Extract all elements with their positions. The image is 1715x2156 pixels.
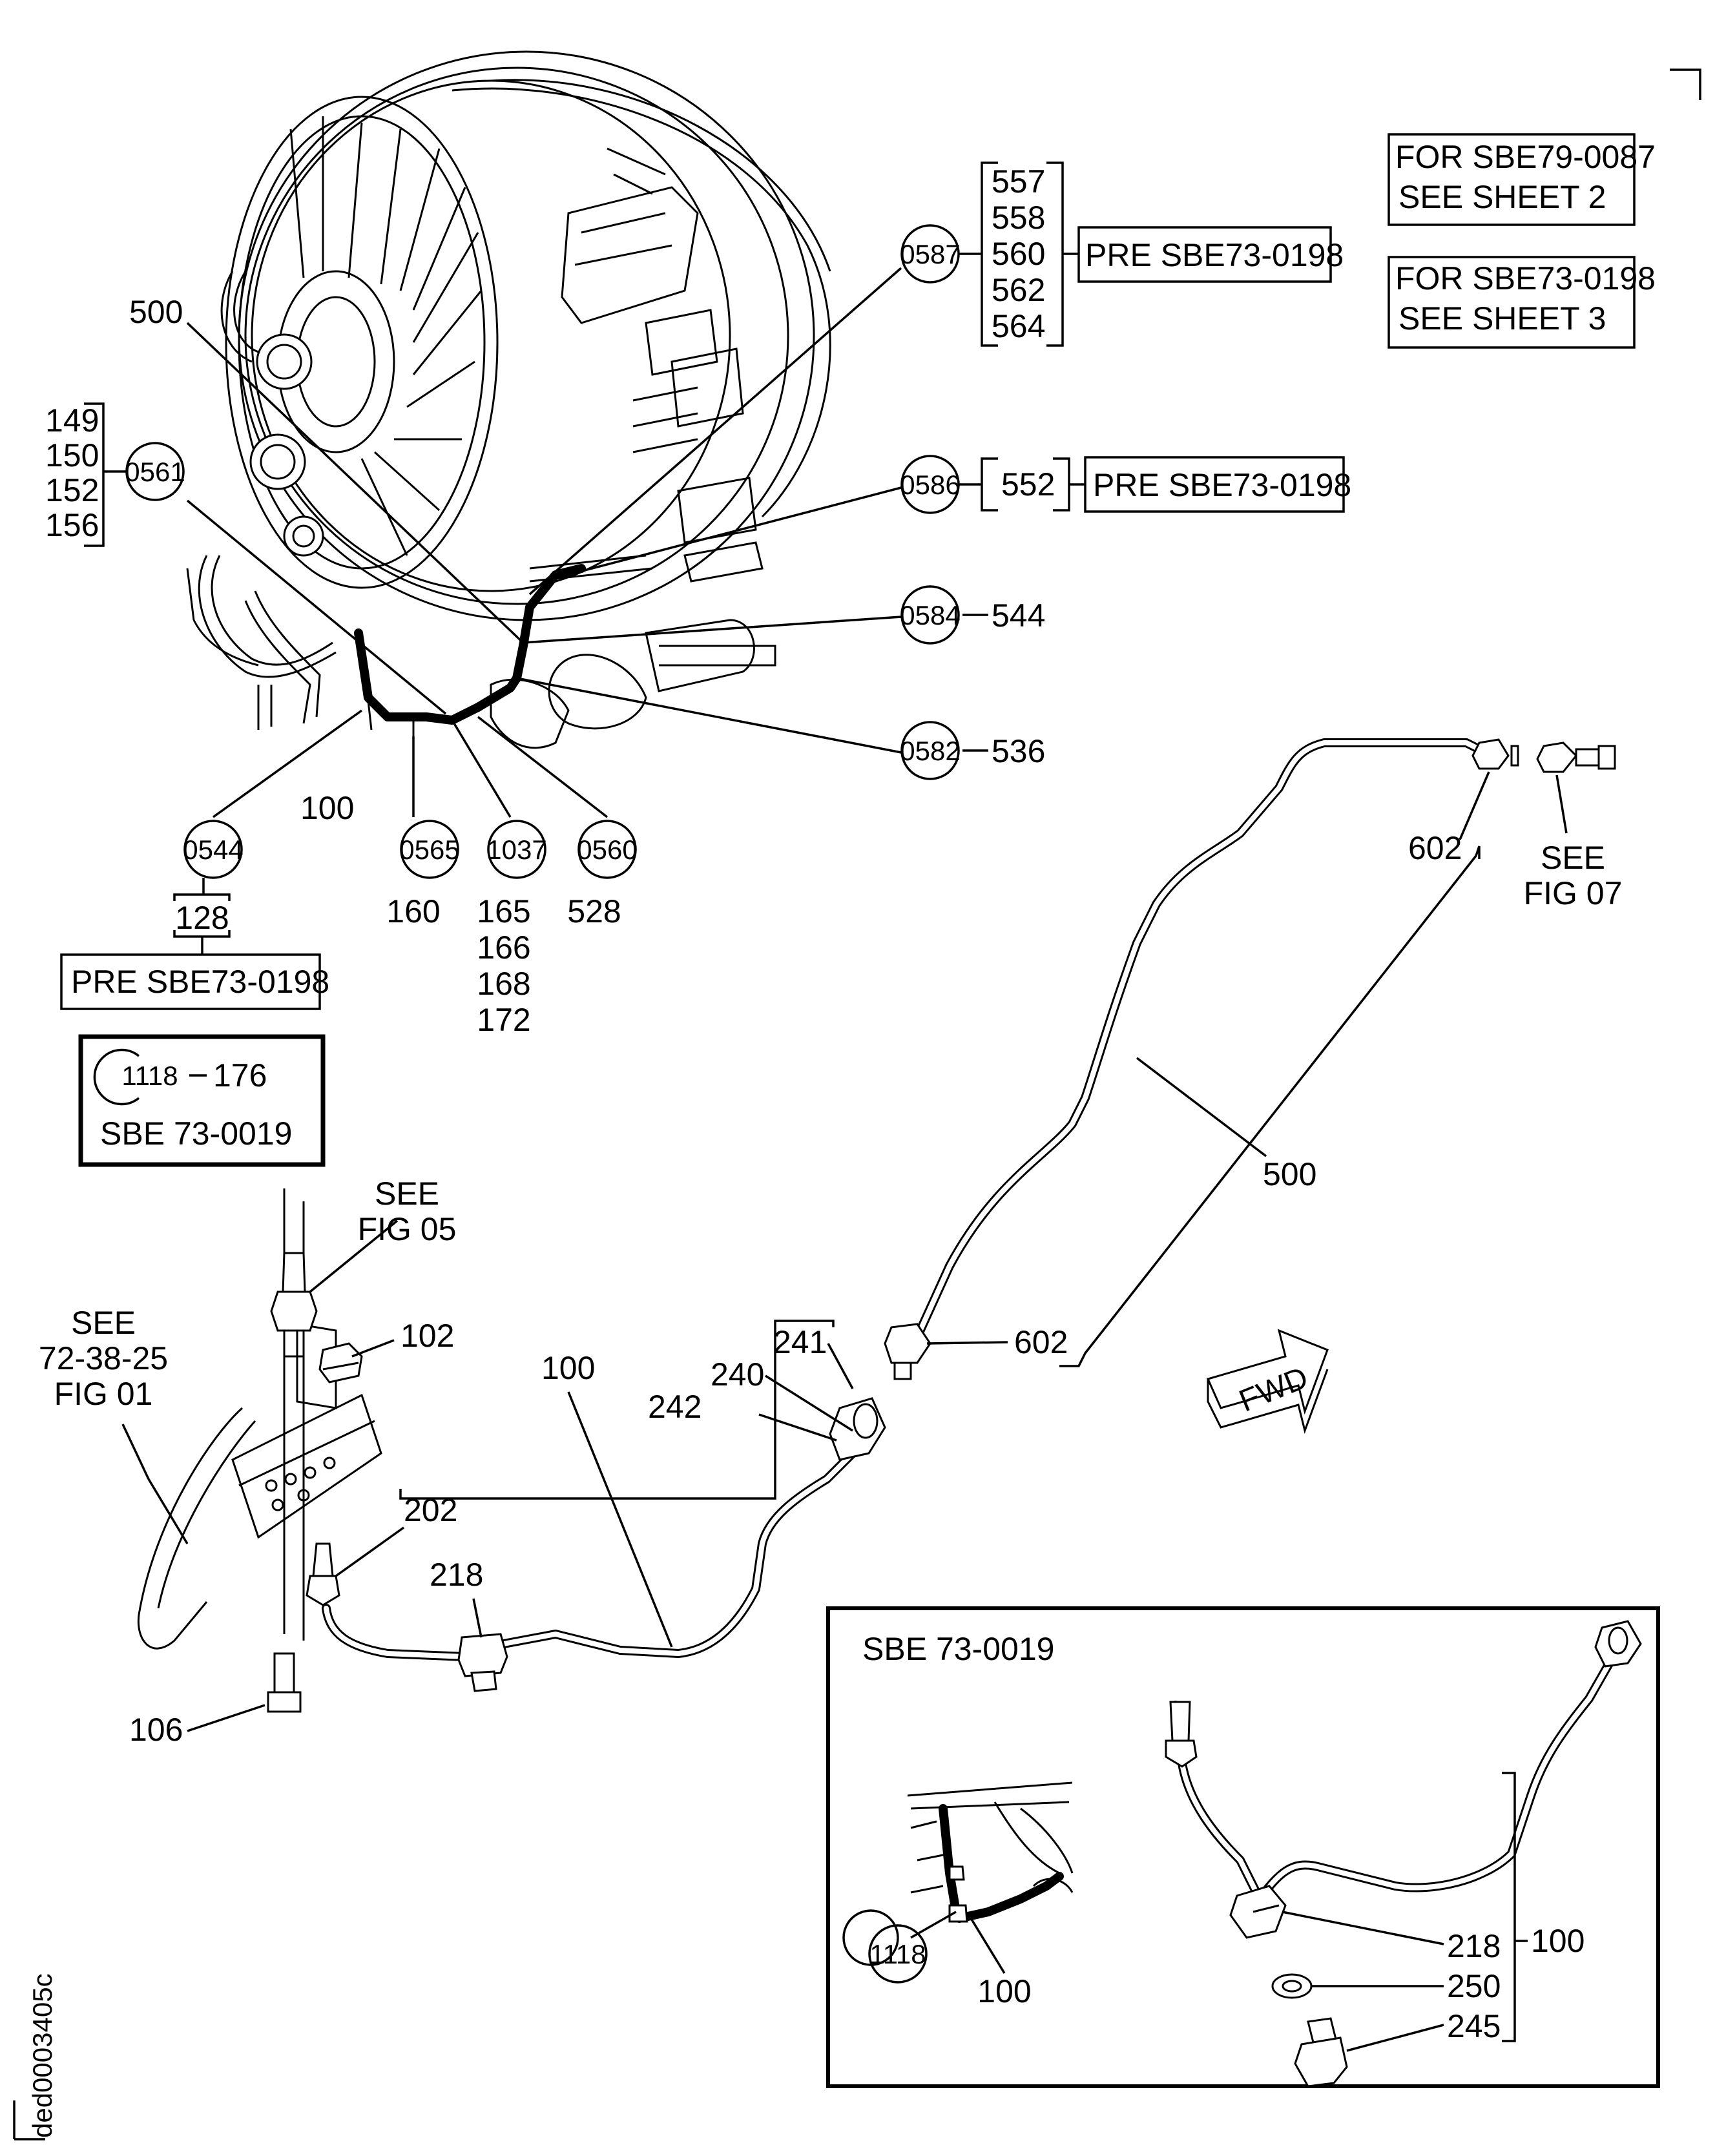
item-562: 562 [992,272,1045,308]
item-156: 156 [45,507,99,543]
callout-0586: 0586 [900,470,960,500]
callout-0565: 0565 [399,834,459,865]
inset-callout-1118: 1118 [869,1939,926,1969]
item-544: 544 [992,597,1045,634]
label-see-fig07-2: FIG 07 [1524,875,1623,911]
callout-1118: 1118 [121,1061,178,1091]
note-box-sheet3 [1388,256,1636,349]
inset-label-218: 218 [1447,1928,1501,1964]
callout-circle-0561 [125,442,185,501]
item-168: 168 [477,966,530,1002]
inset-leaders [910,1772,1528,2052]
callout-circle-1037 [487,820,546,879]
inset-label-250: 250 [1447,1968,1501,2004]
callout-1037: 1037 [486,834,546,865]
callout-0561: 0561 [125,457,185,487]
inset-label-245: 245 [1447,2008,1501,2044]
item-528: 528 [567,893,621,929]
pre-box-0544 [60,953,321,1010]
item-128: 128 [175,900,229,936]
callout-0587: 0587 [900,239,960,269]
item-160: 160 [386,893,440,929]
item-558: 558 [992,200,1045,236]
note-sheet2-line2: SEE SHEET 2 [1398,179,1606,215]
label-see-72-3: FIG 01 [54,1376,153,1412]
pre-label-0587: PRE SBE73-0198 [1085,237,1344,273]
corner-mark-top-right [1670,68,1701,100]
sbe-callout-box [78,1034,326,1167]
label-240: 240 [711,1356,764,1393]
callout-circle-0544 [183,820,243,879]
callout-circle-0560 [577,820,637,879]
label-see-72-1: SEE [71,1305,136,1341]
item-172: 172 [477,1002,530,1038]
label-see-fig07-1: SEE [1541,840,1605,876]
label-500-lower: 500 [1263,1156,1316,1192]
item-150: 150 [45,437,99,473]
item-152: 152 [45,472,99,508]
lower-leaders [121,771,1568,1732]
figure-id: ded0003405c [27,1973,57,2138]
label-242: 242 [648,1389,702,1425]
label-see-fig05-1: SEE [375,1176,439,1212]
pre-box-0586 [1084,456,1345,513]
callout-circle-0565 [400,820,459,879]
item-552: 552 [1001,466,1055,503]
fwd-arrow-icon [1206,1329,1329,1415]
note-sheet3-line2: SEE SHEET 3 [1398,300,1606,337]
label-202: 202 [404,1492,457,1528]
pre-box-0587 [1077,226,1332,283]
item-176: 176 [213,1057,267,1094]
label-102: 102 [400,1318,454,1354]
inset-label-100b: 100 [1531,1923,1585,1959]
callout-circle-0582 [900,721,960,780]
label-602-lower: 602 [1014,1324,1068,1360]
item-557: 557 [992,163,1045,200]
item-149: 149 [45,402,99,439]
label-see-72-2: 72-38-25 [39,1340,168,1376]
item-165: 165 [477,893,530,929]
item-564: 564 [992,308,1045,344]
inset-callout-circle-1118 [868,1924,928,1984]
item-560: 560 [992,236,1045,272]
lower-tube-assembly [137,738,1616,1713]
label-106: 106 [129,1712,183,1748]
inset-box [826,1606,1660,2088]
callout-0560: 0560 [577,834,637,865]
callout-0584: 0584 [900,600,960,630]
note-sheet2-line1: FOR SBE79-0087 [1395,139,1656,175]
label-602-upper: 602 [1408,830,1462,866]
upper-leaders [186,267,902,818]
callout-0544: 0544 [183,834,243,865]
pre-label-0544: PRE SBE73-0198 [71,964,329,1000]
note-box-sheet2 [1388,133,1636,226]
note-sheet3-line1: FOR SBE73-0198 [1395,260,1656,296]
sbe-box-label: SBE 73-0019 [100,1115,292,1152]
inset-label-100a: 100 [977,1973,1031,2009]
label-100-lower: 100 [541,1350,595,1386]
callout-circle-0584 [900,585,960,645]
label-218: 218 [430,1557,483,1593]
pre-label-0586: PRE SBE73-0198 [1093,467,1351,503]
item-100-top: 100 [300,790,354,826]
item-536: 536 [992,733,1045,769]
callout-0582: 0582 [900,736,960,766]
item-500-top: 500 [129,294,183,330]
label-see-fig05-2: FIG 05 [358,1211,457,1247]
inset-illustration [907,1620,1642,2088]
inset-title: SBE 73-0019 [862,1631,1054,1667]
engine-illustration [186,50,831,749]
label-241: 241 [773,1324,827,1360]
corner-mark-bottom-left [13,2100,45,2140]
item-166: 166 [477,929,530,966]
